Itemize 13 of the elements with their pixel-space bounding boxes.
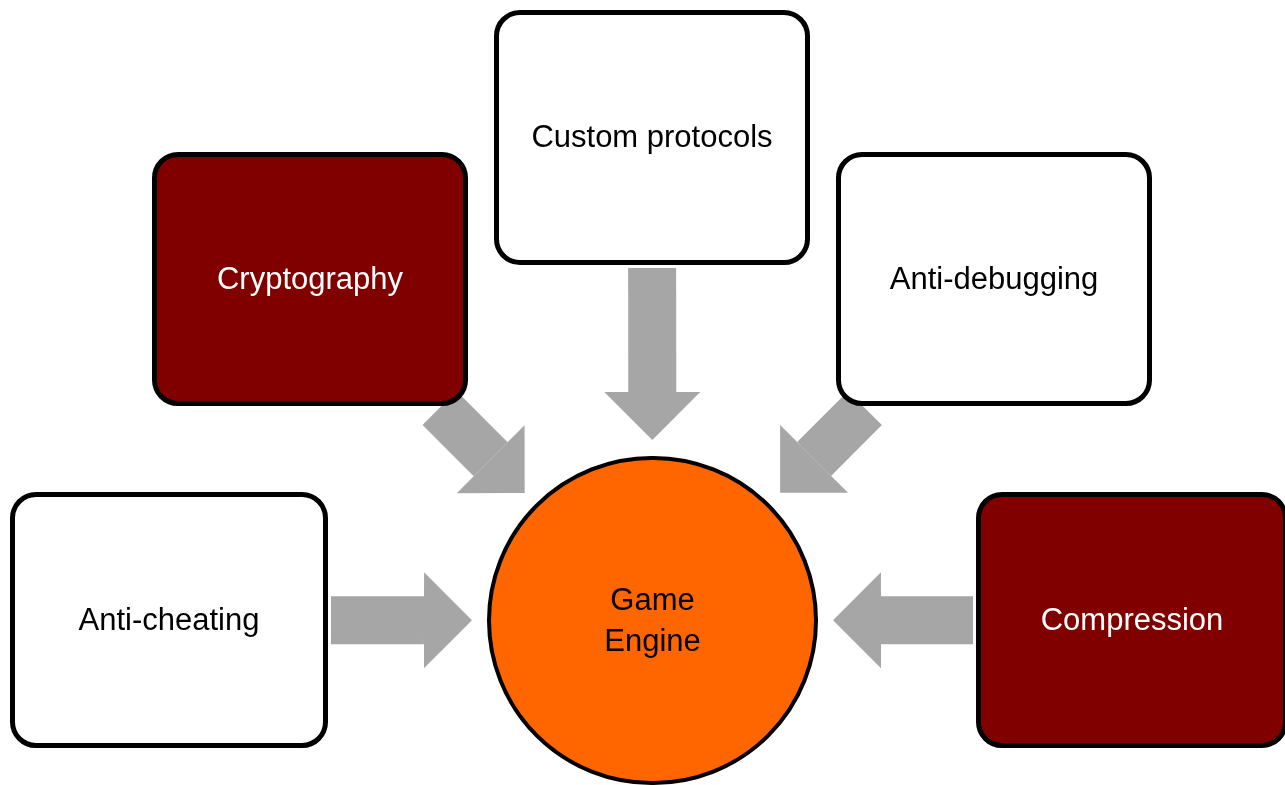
process-box (10, 492, 328, 748)
process-box (494, 10, 810, 265)
process-box (152, 152, 468, 406)
node-label: Custom protocols (531, 118, 773, 157)
process-box (836, 152, 1152, 406)
node-label: Anti-debugging (889, 259, 1099, 298)
block-arrow (604, 268, 701, 440)
node-label: Cryptography (216, 259, 404, 298)
node-label: Compression (1040, 600, 1224, 639)
block-arrow (833, 572, 973, 669)
node-label: Game Engine (603, 581, 702, 660)
process-box (976, 492, 1285, 748)
node-label: Anti-cheating (78, 600, 260, 639)
